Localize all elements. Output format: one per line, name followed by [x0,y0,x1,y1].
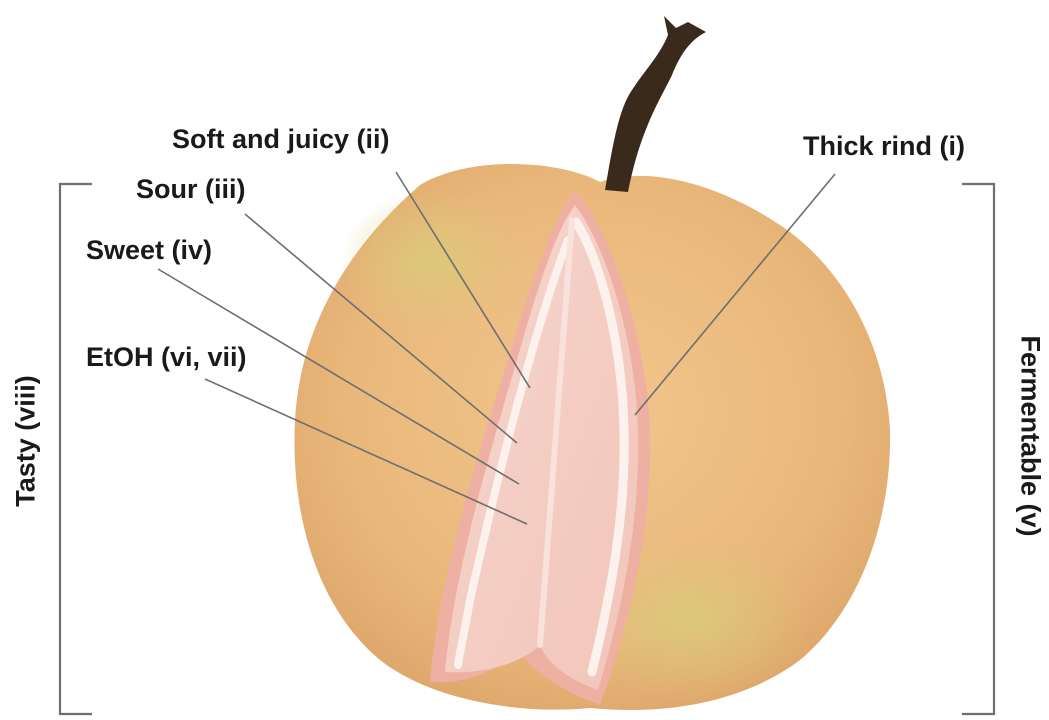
label-sweet: Sweet (iv) [86,237,212,264]
label-etoh: EtOH (vi, vii) [86,344,247,371]
pear-stem [605,16,706,192]
bracket-right [962,184,994,714]
label-soft-and-juicy: Soft and juicy (ii) [172,126,390,153]
green-blush-left [340,190,520,330]
label-sour: Sour (iii) [136,176,246,203]
label-tasty: Tasty (viii) [13,375,40,507]
label-fermentable: Fermentable (v) [1017,335,1044,536]
label-thick-rind: Thick rind (i) [803,133,965,160]
